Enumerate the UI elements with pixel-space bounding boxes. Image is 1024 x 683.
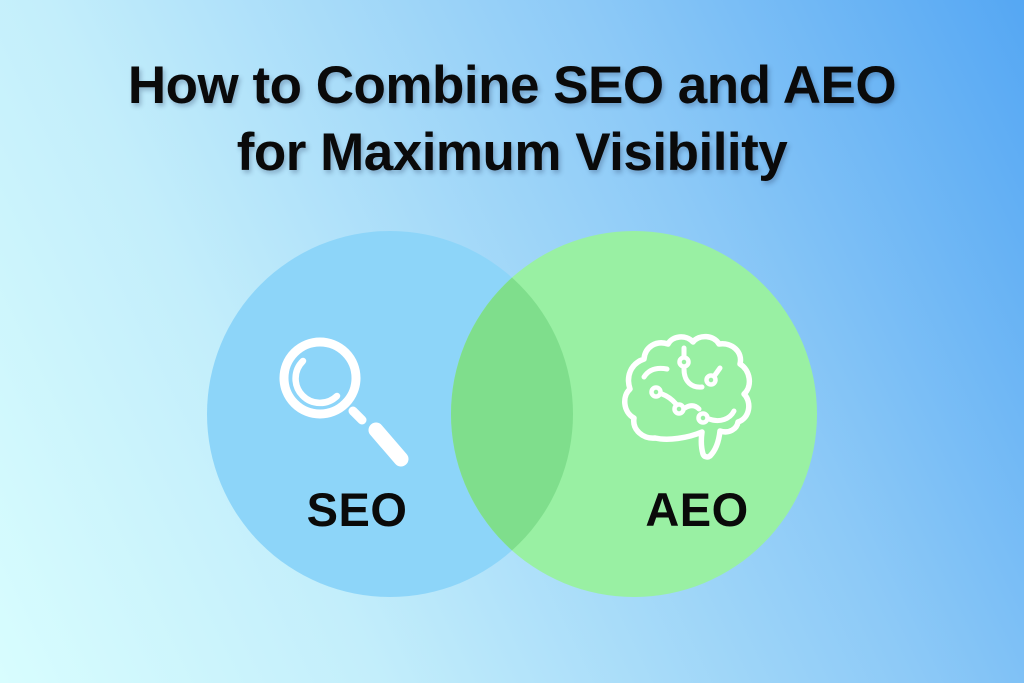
seo-label: SEO [306,483,408,536]
magnifier-icon [279,337,409,467]
page-title: How to Combine SEO and AEO for Maximum V… [0,52,1024,186]
brain-circuit-icon [622,333,753,460]
title-line-1: How to Combine SEO and AEO [127,56,897,115]
aeo-label: AEO [645,483,749,536]
venn-overlap-region [451,231,573,597]
title-line-2: for Maximum Visibility [236,123,788,182]
